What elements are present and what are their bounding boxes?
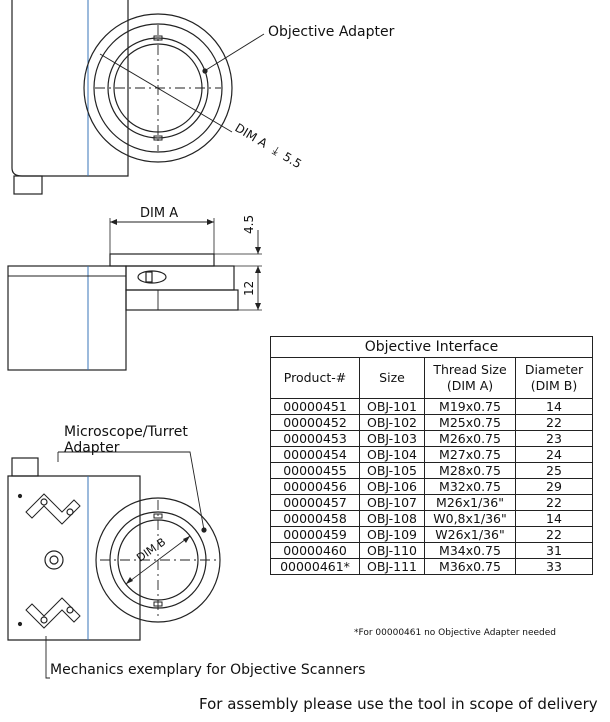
cell-thread: M26x1/36" [424, 494, 516, 511]
cell-size: OBJ-103 [359, 430, 425, 447]
cell-diameter: 24 [515, 446, 593, 463]
header-diameter: Diameter (DIM B) [515, 357, 593, 399]
cell-product: 00000454 [270, 446, 360, 463]
cell-diameter: 22 [515, 414, 593, 431]
cell-thread: M36x0.75 [424, 558, 516, 575]
table-footnote: *For 00000461 no Objective Adapter neede… [354, 628, 557, 638]
cell-product: 00000459 [270, 526, 360, 543]
header-diameter-line2: (DIM B) [530, 378, 578, 393]
header-thread-line1: Thread Size [433, 362, 507, 377]
cell-product: 00000451 [270, 398, 360, 415]
assembly-footer: For assembly please use the tool in scop… [199, 695, 598, 713]
cell-thread: W0,8x1/36" [424, 510, 516, 527]
cell-size: OBJ-102 [359, 414, 425, 431]
objective-adapter-callout: Objective Adapter [268, 24, 395, 40]
cell-product: 00000460 [270, 542, 360, 559]
dim-a-depth-label: DIM A [232, 121, 270, 152]
cell-diameter: 23 [515, 430, 593, 447]
cell-size: OBJ-106 [359, 478, 425, 495]
table-title: Objective Interface [270, 336, 593, 358]
cell-product: 00000453 [270, 430, 360, 447]
dim-a-depth-annotation: DIM A ⤓ 5.5 [232, 121, 304, 172]
header-thread-line2: (DIM A) [446, 378, 494, 393]
cell-product: 00000457 [270, 494, 360, 511]
cell-product: 00000452 [270, 414, 360, 431]
header-diameter-line1: Diameter [524, 362, 584, 377]
cell-thread: M32x0.75 [424, 478, 516, 495]
cell-diameter: 14 [515, 510, 593, 527]
cell-diameter: 22 [515, 526, 593, 543]
cell-thread: M28x0.75 [424, 462, 516, 479]
cell-diameter: 22 [515, 494, 593, 511]
cell-diameter: 29 [515, 478, 593, 495]
dim-height-top-label: 4.5 [242, 215, 256, 234]
turret-adapter-callout-line1: Microscope/Turret [64, 424, 188, 440]
front-view [7, 451, 221, 679]
cell-diameter: 25 [515, 462, 593, 479]
cell-size: OBJ-110 [359, 542, 425, 559]
cell-diameter: 31 [515, 542, 593, 559]
cell-thread: M27x0.75 [424, 446, 516, 463]
header-thread: Thread Size (DIM A) [424, 357, 516, 399]
cell-diameter: 33 [515, 558, 593, 575]
dim-a-width-label: DIM A [140, 206, 178, 221]
header-size: Size [359, 357, 425, 399]
dim-height-bottom-label: 12 [242, 281, 256, 296]
cell-size: OBJ-108 [359, 510, 425, 527]
cell-thread: M25x0.75 [424, 414, 516, 431]
cell-product: 00000456 [270, 478, 360, 495]
cell-thread: M26x0.75 [424, 430, 516, 447]
cell-product: 00000455 [270, 462, 360, 479]
turret-adapter-callout-line2: Adapter [64, 440, 120, 456]
cell-size: OBJ-105 [359, 462, 425, 479]
top-view [11, 0, 265, 195]
header-product: Product-# [270, 357, 360, 399]
mechanics-note: Mechanics exemplary for Objective Scanne… [50, 662, 366, 678]
cell-thread: W26x1/36" [424, 526, 516, 543]
dim-a-depth-value: 5.5 [280, 149, 304, 171]
cell-size: OBJ-101 [359, 398, 425, 415]
objective-interface-table: Objective Interface Product-# Size Threa… [270, 336, 593, 575]
cell-thread: M34x0.75 [424, 542, 516, 559]
cell-product: 00000461* [270, 558, 360, 575]
side-view [7, 218, 262, 371]
cell-diameter: 14 [515, 398, 593, 415]
cell-size: OBJ-109 [359, 526, 425, 543]
cell-thread: M19x0.75 [424, 398, 516, 415]
depth-symbol-icon: ⤓ [270, 143, 282, 158]
cell-size: OBJ-111 [359, 558, 425, 575]
cell-product: 00000458 [270, 510, 360, 527]
cell-size: OBJ-104 [359, 446, 425, 463]
cell-size: OBJ-107 [359, 494, 425, 511]
